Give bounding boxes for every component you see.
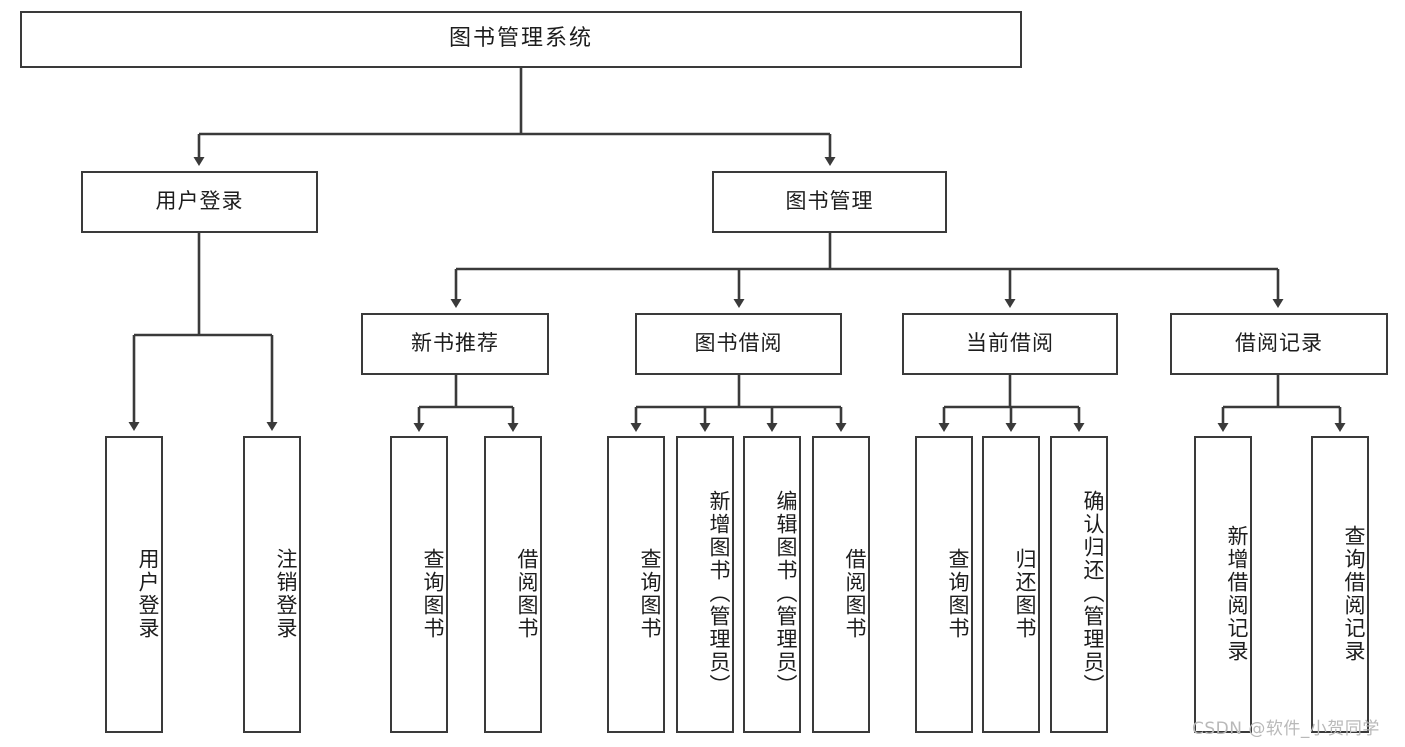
node-user-login[interactable]: 用户登录 bbox=[81, 171, 318, 233]
node-label: 查询图书 bbox=[638, 547, 662, 640]
node-label: 归还图书 bbox=[1013, 547, 1037, 640]
node-root-system[interactable]: 图书管理系统 bbox=[20, 11, 1022, 68]
node-label: 新增借阅记录 bbox=[1225, 524, 1249, 663]
node-label: 借阅图书 bbox=[843, 547, 867, 640]
leaf-current-query-book[interactable]: 查询图书 bbox=[915, 436, 973, 733]
leaf-current-confirm-return-admin[interactable]: 确认归还（管理员） bbox=[1050, 436, 1108, 733]
node-label: 新增图书（管理员） bbox=[707, 490, 731, 697]
leaf-current-return-book[interactable]: 归还图书 bbox=[982, 436, 1040, 733]
node-label: 图书借阅 bbox=[694, 331, 783, 356]
node-book-borrow[interactable]: 图书借阅 bbox=[635, 313, 842, 375]
leaf-user-login[interactable]: 用户登录 bbox=[105, 436, 163, 733]
leaf-record-query-record[interactable]: 查询借阅记录 bbox=[1311, 436, 1369, 733]
node-label: 新书推荐 bbox=[411, 331, 499, 356]
csdn-watermark: CSDN @软件_小贺同学 bbox=[1192, 719, 1380, 739]
node-label: 确认归还（管理员） bbox=[1081, 490, 1105, 697]
node-label: 图书管理系统 bbox=[448, 26, 593, 52]
leaf-borrow-add-book-admin[interactable]: 新增图书（管理员） bbox=[676, 436, 734, 733]
node-label: 注销登录 bbox=[274, 547, 298, 640]
node-book-management[interactable]: 图书管理 bbox=[712, 171, 947, 233]
node-label: 用户登录 bbox=[155, 189, 244, 214]
leaf-borrow-borrow-book[interactable]: 借阅图书 bbox=[812, 436, 870, 733]
leaf-logout[interactable]: 注销登录 bbox=[243, 436, 301, 733]
leaf-borrow-edit-book-admin[interactable]: 编辑图书（管理员） bbox=[743, 436, 801, 733]
node-label: 查询图书 bbox=[421, 547, 445, 640]
leaf-record-add-record[interactable]: 新增借阅记录 bbox=[1194, 436, 1252, 733]
node-borrow-record[interactable]: 借阅记录 bbox=[1170, 313, 1388, 375]
node-label: 查询借阅记录 bbox=[1342, 524, 1366, 663]
node-label: 编辑图书（管理员） bbox=[774, 490, 798, 697]
leaf-newbook-borrow-book[interactable]: 借阅图书 bbox=[484, 436, 542, 733]
leaf-borrow-query-book[interactable]: 查询图书 bbox=[607, 436, 665, 733]
node-label: 图书管理 bbox=[785, 189, 874, 214]
node-new-book-recommend[interactable]: 新书推荐 bbox=[361, 313, 549, 375]
node-current-borrow[interactable]: 当前借阅 bbox=[902, 313, 1118, 375]
leaf-newbook-query-book[interactable]: 查询图书 bbox=[390, 436, 448, 733]
node-label: 当前借阅 bbox=[966, 331, 1054, 356]
node-label: 借阅记录 bbox=[1235, 331, 1323, 356]
node-label: 查询图书 bbox=[946, 547, 970, 640]
node-label: 借阅图书 bbox=[515, 547, 539, 640]
node-label: 用户登录 bbox=[136, 547, 160, 640]
